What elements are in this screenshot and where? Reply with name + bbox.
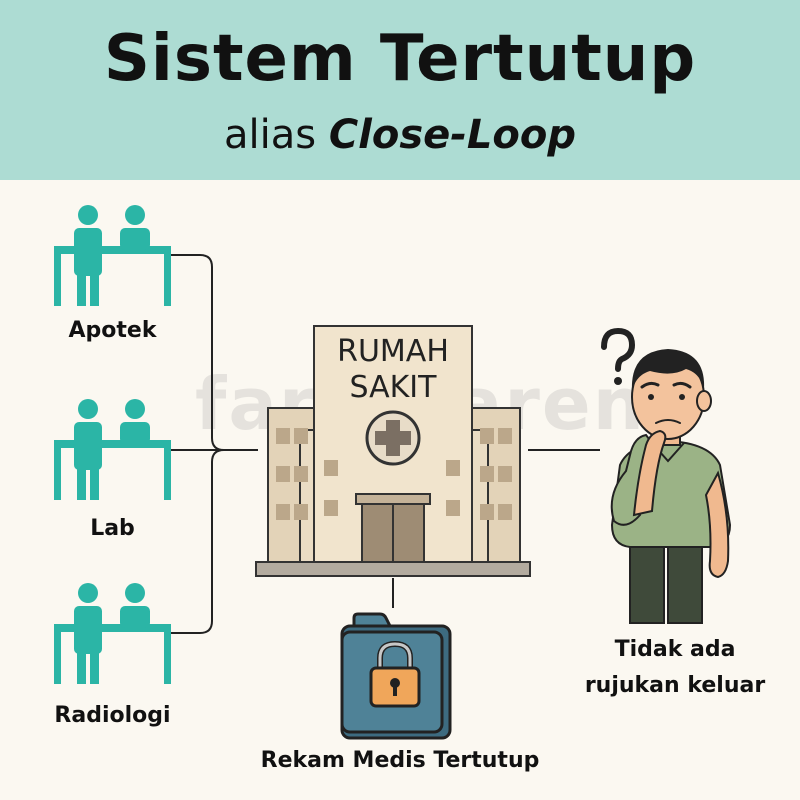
subtitle-emphasis: Close-Loop: [328, 112, 576, 158]
department-lab: [50, 394, 175, 504]
patient-label-line2: rujukan keluar: [584, 673, 766, 698]
two-people-icon: [54, 399, 171, 500]
page-title: Sistem Tertutup: [103, 22, 697, 96]
locked-folder-icon: [340, 612, 452, 740]
hospital-sign: RUMAH SAKIT: [318, 334, 468, 406]
header-banner: [0, 0, 800, 180]
confused-man-icon: [601, 327, 732, 624]
page-subtitle: alias Close-Loop: [0, 112, 800, 158]
department-label-radiologi: Radiologi: [54, 703, 171, 728]
patient-label: Tidak ada rujukan keluar: [565, 632, 785, 704]
two-people-icon: [54, 583, 171, 684]
hospital-sign-line1: RUMAH: [337, 334, 449, 369]
hospital-building-icon: [255, 325, 531, 577]
patient-label-line1: Tidak ada: [614, 637, 736, 662]
department-label-lab: Lab: [90, 516, 135, 541]
subtitle-prefix: alias: [224, 112, 317, 158]
department-apotek: [50, 200, 175, 310]
department-radiologi: [50, 578, 175, 688]
hospital-sign-line2: SAKIT: [349, 370, 437, 405]
record-label: Rekam Medis Tertutup: [260, 748, 540, 773]
two-people-icon: [54, 205, 171, 306]
department-label-apotek: Apotek: [68, 318, 157, 343]
